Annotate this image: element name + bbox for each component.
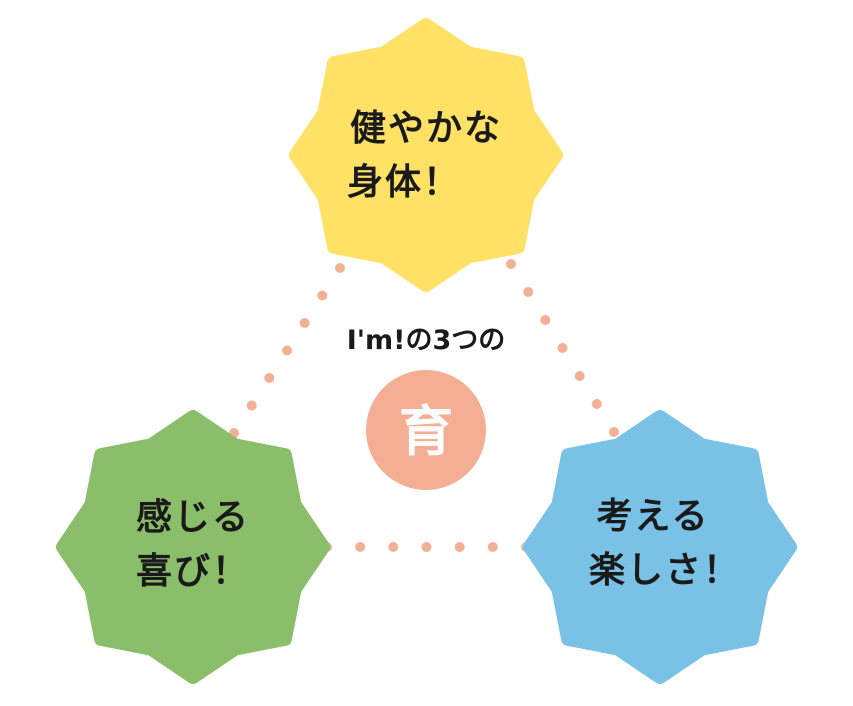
right-edge-dot: [523, 287, 534, 297]
bottom-edge-dot: [454, 542, 465, 552]
right-edge-dot: [609, 427, 619, 437]
bottom-edge-dot: [355, 542, 366, 552]
star-shape-right: [523, 410, 797, 684]
star-healthy-body: 健やかな 身体！: [289, 18, 563, 292]
right-edge-dot: [557, 343, 568, 353]
left-edge-dot: [282, 345, 292, 356]
badge-circle: [366, 370, 486, 490]
star-left-line2: 喜び！: [136, 551, 250, 592]
star-top-line2: 身体！: [347, 162, 461, 203]
star-shape-top: [289, 18, 563, 292]
right-edge-dot: [574, 371, 585, 381]
star-top-line1: 健やかな: [350, 108, 502, 149]
right-edge-dot: [540, 315, 551, 325]
left-edge-dot: [335, 263, 345, 273]
star-right-line1: 考える: [597, 496, 710, 537]
left-edge-dot: [264, 373, 275, 383]
star-fun-of-thinking: 考える 楽しさ！: [523, 410, 797, 684]
bottom-edge-dot: [487, 542, 498, 552]
center-title: I'm!の3つの: [347, 325, 506, 356]
star-shape-left: [56, 410, 330, 684]
bottom-edge-dot: [388, 542, 399, 552]
star-joy-of-feeling: 感じる 喜び！: [56, 410, 330, 684]
right-edge-dot: [506, 259, 516, 269]
right-edge-dot: [591, 399, 602, 409]
left-edge-dot: [317, 290, 328, 301]
left-edge-dot: [299, 318, 310, 328]
left-edge-dot: [246, 400, 257, 411]
badge-character: 育: [399, 400, 453, 463]
bottom-edge-dot: [421, 542, 432, 552]
star-right-line2: 楽しさ！: [589, 550, 741, 591]
star-left-line1: 感じる: [136, 497, 250, 538]
